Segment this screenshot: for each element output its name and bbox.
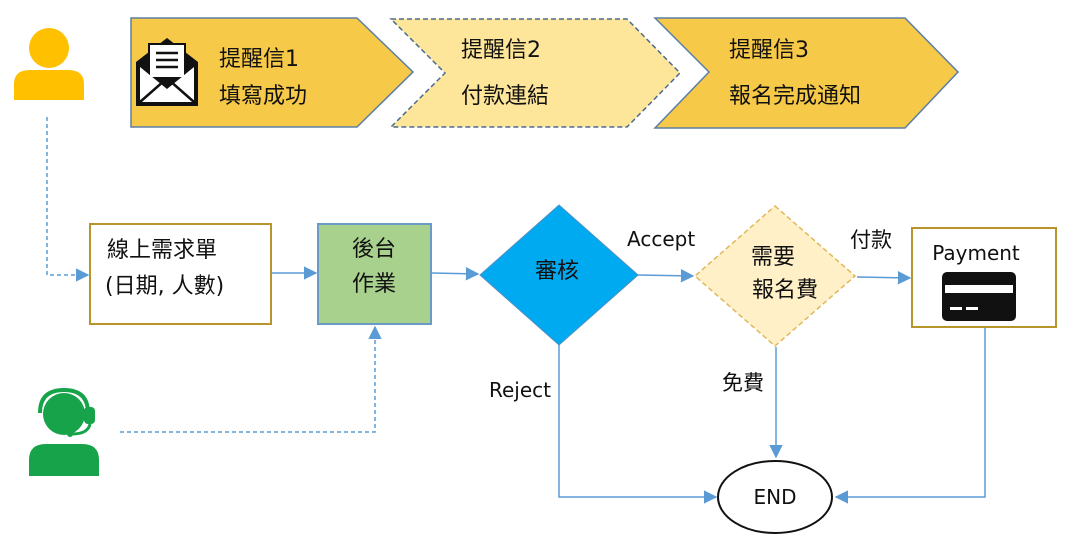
online-request-form-box [89,223,272,325]
reminder-3-title: 提醒信3 [729,38,809,63]
reject-arrow [558,345,718,504]
envelope-letter-icon [136,38,198,106]
review-label: 審核 [535,259,579,284]
reminder-chevron-1 [130,17,415,128]
backend-sublabel: 作業 [352,272,396,297]
reminder-1-subtitle: 填寫成功 [219,84,307,109]
reminder-2-subtitle: 付款連結 [461,84,549,109]
user-to-form-connector [46,117,90,282]
pay-arrow [856,271,912,285]
reminder-2-title: 提醒信2 [461,38,541,63]
fee-sublabel: 報名費 [752,278,818,303]
reject-edge-label: Reject [489,378,551,402]
end-node [717,460,833,534]
form-sublabel: (日期, 人數) [105,274,224,299]
accept-arrow [637,269,695,283]
free-edge-label: 免費 [722,371,764,395]
backend-process-box [317,223,432,325]
accept-edge-label: Accept [627,227,695,251]
backend-label: 後台 [352,237,396,262]
payment-to-end-arrow [834,328,986,504]
reminder-chevron-2 [389,18,682,128]
fee-label: 需要 [751,245,795,270]
reminder-1-title: 提醒信1 [219,47,299,72]
user-icon [14,28,84,100]
form-label: 線上需求單 [107,238,217,263]
reminder-3-subtitle: 報名完成通知 [729,84,861,109]
backend-to-review-arrow [431,266,480,281]
agent-to-backend-connector [120,325,382,433]
fee-required-decision-diamond [693,205,857,347]
credit-card-icon [942,272,1016,321]
headset-agent-icon [29,387,99,476]
pay-edge-label: 付款 [850,228,892,252]
end-label: END [754,485,797,509]
payment-label: Payment [932,241,1020,265]
review-decision-diamond [479,204,639,346]
reminder-chevron-3 [653,17,960,129]
